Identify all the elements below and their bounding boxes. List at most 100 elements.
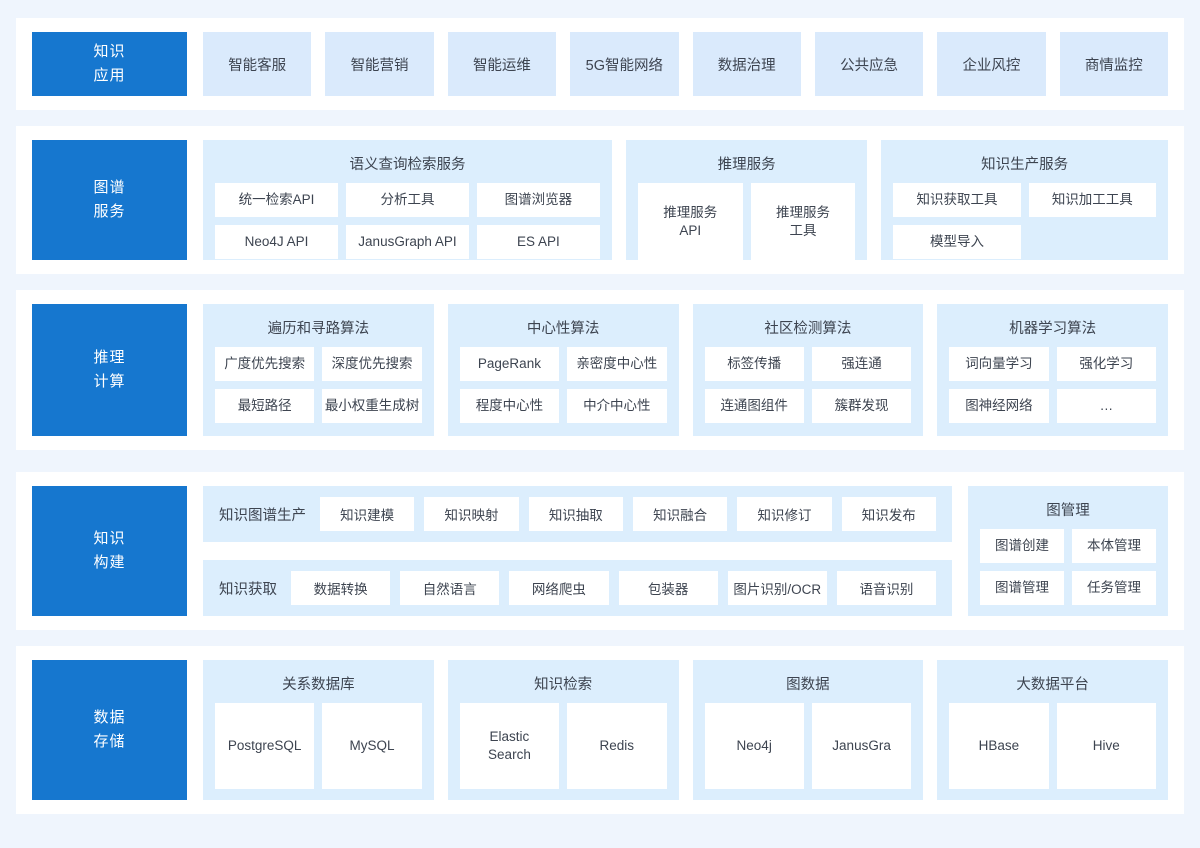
strip-tile-row: 知识建模 知识映射 知识抽取 知识融合 知识修订 知识发布 [320,497,936,531]
app-chip-intelligent-operations[interactable]: 智能运维 [447,32,557,96]
tile-data-conversion[interactable]: 数据转换 [291,571,391,605]
group-knowledge-production-service: 知识生产服务 知识获取工具 知识加工工具 模型导入 [881,140,1168,260]
tile-more-ellipsis[interactable]: … [1056,389,1156,423]
tile-graph-creation[interactable]: 图谱创建 [980,529,1064,563]
group-title: 语义查询检索服务 [349,157,466,173]
group-title: 社区检测算法 [764,321,852,337]
tile-hbase[interactable]: HBase [949,703,1049,789]
app-chip-business-intelligence-monitoring[interactable]: 商情监控 [1059,32,1168,96]
group-title: 机器学习算法 [1009,321,1097,337]
tile-postgresql[interactable]: PostgreSQL [215,703,315,789]
tile-minimum-spanning-tree[interactable]: 最小权重生成树 [322,389,422,423]
tile-shortest-path[interactable]: 最短路径 [215,389,315,423]
group-relational-database: 关系数据库 PostgreSQL MySQL [203,660,434,800]
tile-image-recognition-ocr[interactable]: 图片识别/OCR [727,571,827,605]
tile-graph-browser[interactable]: 图谱浏览器 [476,183,600,217]
tile-wrapper[interactable]: 包装器 [618,571,718,605]
tile-strongly-connected[interactable]: 强连通 [811,347,912,381]
tile-degree-centrality[interactable]: 程度中心性 [459,389,560,423]
group-title: 图管理 [1046,503,1090,519]
group-title: 知识检索 [534,677,593,693]
tile-janusgraph-api[interactable]: JanusGraph API [345,225,469,259]
tile-knowledge-fusion[interactable]: 知识融合 [632,497,728,531]
tile-knowledge-extraction[interactable]: 知识抽取 [528,497,623,531]
tile-janusgraph[interactable]: JanusGra [811,703,912,789]
tile-reasoning-service-tool[interactable]: 推理服务工具 [750,183,856,261]
layer-data-storage: 数据 存储 关系数据库 PostgreSQL MySQL 知识检索 Elasti… [16,646,1184,814]
tile-redis[interactable]: Redis [567,703,667,789]
reasoning-compute-groups: 遍历和寻路算法 广度优先搜索 深度优先搜索 最短路径 最小权重生成树 中心性算法… [203,304,1168,436]
tile-grid: HBase Hive [945,699,1160,793]
app-chip-public-emergency[interactable]: 公共应急 [814,32,924,96]
app-chip-enterprise-risk-control[interactable]: 企业风控 [937,32,1046,96]
tile-label-propagation[interactable]: 标签传播 [704,347,804,381]
app-chip-data-governance[interactable]: 数据治理 [692,32,801,96]
tile-analysis-tool[interactable]: 分析工具 [345,183,469,217]
tile-depth-first-search[interactable]: 深度优先搜索 [322,347,422,381]
group-community-detection-algorithms: 社区检测算法 标签传播 强连通 连通图组件 簇群发现 [692,304,924,436]
group-title: 遍历和寻路算法 [267,321,370,337]
knowledge-construction-content: 知识图谱生产 知识建模 知识映射 知识抽取 知识融合 知识修订 知识发布 知识获… [203,486,1168,616]
tile-neo4j[interactable]: Neo4j [704,703,804,789]
app-chip-intelligent-marketing[interactable]: 智能营销 [325,32,434,96]
tile-word-embedding-learning[interactable]: 词向量学习 [949,347,1049,381]
group-graph-management: 图管理 图谱创建 本体管理 图谱管理 任务管理 [968,486,1168,616]
tile-graph-management[interactable]: 图谱管理 [980,571,1064,605]
tile-reinforcement-learning[interactable]: 强化学习 [1056,347,1156,381]
tile-knowledge-revision[interactable]: 知识修订 [737,497,832,531]
tile-ontology-management[interactable]: 本体管理 [1072,529,1156,563]
app-chip-5g-intelligent-network[interactable]: 5G智能网络 [570,32,679,96]
tile-task-management[interactable]: 任务管理 [1072,571,1156,605]
app-chip-intelligent-customer-service[interactable]: 智能客服 [203,32,312,96]
tile-knowledge-mapping[interactable]: 知识映射 [424,497,519,531]
layer-label-line2: 应用 [93,67,126,84]
tile-natural-language[interactable]: 自然语言 [400,571,500,605]
group-title: 关系数据库 [282,677,355,693]
tile-pagerank[interactable]: PageRank [459,347,560,381]
tile-grid: PageRank 亲密度中心性 程度中心性 中介中心性 [456,343,671,428]
tile-graph-neural-network[interactable]: 图神经网络 [949,389,1049,423]
tile-neo4j-api[interactable]: Neo4J API [215,225,338,259]
group-centrality-algorithms: 中心性算法 PageRank 亲密度中心性 程度中心性 中介中心性 [447,304,679,436]
group-machine-learning-algorithms: 机器学习算法 词向量学习 强化学习 图神经网络 … [937,304,1168,436]
tile-breadth-first-search[interactable]: 广度优先搜索 [215,347,315,381]
layer-label-line2: 服务 [93,203,126,220]
tile-hive[interactable]: Hive [1056,703,1156,789]
tile-closeness-centrality[interactable]: 亲密度中心性 [567,347,667,381]
tile-es-api[interactable]: ES API [476,225,600,259]
group-title: 知识生产服务 [981,157,1069,173]
tile-knowledge-processing-tool[interactable]: 知识加工工具 [1028,183,1156,217]
layer-knowledge-application: 知识 应用 智能客服 智能营销 智能运维 5G智能网络 数据治理 公共应急 企业… [16,18,1184,110]
graph-services-groups: 语义查询检索服务 统一检索API 分析工具 图谱浏览器 Neo4J API Ja… [203,140,1168,261]
layer-label-line2: 计算 [93,373,126,390]
tile-knowledge-modeling[interactable]: 知识建模 [320,497,415,531]
tile-model-import[interactable]: 模型导入 [893,225,1021,259]
group-title: 推理服务 [717,157,776,173]
tile-grid: 统一检索API 分析工具 图谱浏览器 Neo4J API JanusGraph … [211,179,604,263]
group-semantic-query-service: 语义查询检索服务 统一检索API 分析工具 图谱浏览器 Neo4J API Ja… [203,140,612,260]
tile-speech-recognition[interactable]: 语音识别 [836,571,937,605]
tile-unified-search-api[interactable]: 统一检索API [215,183,338,217]
strip-label: 知识图谱生产 [219,507,306,524]
layer-label-line1: 数据 [93,708,126,726]
layer-label-knowledge-construction: 知识 构建 [32,486,187,616]
tile-knowledge-publishing[interactable]: 知识发布 [841,497,936,531]
layer-label-line1: 推理 [93,348,126,366]
tile-web-crawler[interactable]: 网络爬虫 [509,571,609,605]
group-big-data-platform: 大数据平台 HBase Hive [937,660,1168,800]
tile-mysql[interactable]: MySQL [322,703,422,789]
tile-cluster-discovery[interactable]: 簇群发现 [811,389,912,423]
tile-knowledge-acquisition-tool[interactable]: 知识获取工具 [893,183,1021,217]
tile-connected-components[interactable]: 连通图组件 [704,389,804,423]
strip-label: 知识获取 [219,581,277,598]
group-graph-data: 图数据 Neo4j JanusGra [692,660,924,800]
tile-placeholder [1029,225,1156,259]
strip-knowledge-graph-production: 知识图谱生产 知识建模 知识映射 知识抽取 知识融合 知识修订 知识发布 [203,486,952,542]
tile-betweenness-centrality[interactable]: 中介中心性 [567,389,667,423]
